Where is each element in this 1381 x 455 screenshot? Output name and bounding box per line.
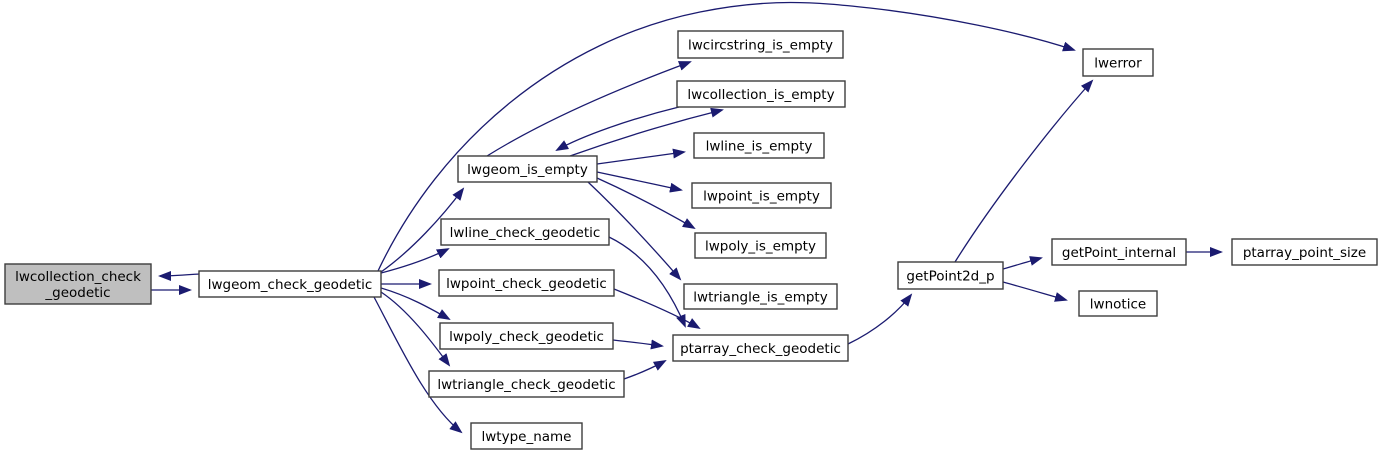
node-label-lwpoint_is_empty: lwpoint_is_empty — [703, 189, 820, 205]
node-lwpoint_check_geodetic[interactable]: lwpoint_check_geodetic — [438, 269, 615, 297]
edges-layer — [151, 1, 1223, 434]
edge-lwgeom_is_empty-to-lwpoly_is_empty — [596, 177, 696, 229]
node-lwcollection_is_empty[interactable]: lwcollection_is_empty — [676, 80, 846, 108]
node-lwpoly_is_empty[interactable]: lwpoly_is_empty — [694, 232, 827, 259]
node-box-lwpoly_is_empty[interactable] — [694, 232, 827, 259]
node-box-lwtriangle_check_geodetic[interactable] — [428, 370, 625, 398]
node-label-lwpoly_is_empty: lwpoly_is_empty — [705, 239, 816, 255]
edge-lwline_check_geodetic-to-ptarray_check_geodetic — [608, 236, 686, 328]
edge-ptarray_check_geodetic-to-getPoint2d_p — [847, 293, 913, 345]
node-lwcircstring_is_empty[interactable]: lwcircstring_is_empty — [677, 30, 844, 59]
edge-lwgeom_check_geodetic-to-lwgeom_is_empty — [380, 187, 465, 273]
edge-lwcollection_is_empty-to-lwgeom_is_empty — [555, 106, 680, 151]
node-label-lwcollection_check_geodetic-line1: lwcollection_check — [15, 269, 141, 285]
node-label-lwnotice: lwnotice — [1090, 297, 1146, 313]
node-lwnotice[interactable]: lwnotice — [1078, 290, 1158, 317]
node-lwcollection_check_geodetic: lwcollection_check_geodetic — [4, 263, 152, 305]
node-lwpoly_check_geodetic[interactable]: lwpoly_check_geodetic — [439, 322, 614, 350]
node-box-lwgeom_is_empty[interactable] — [457, 155, 598, 183]
node-box-getPoint2d_p[interactable] — [897, 261, 1004, 290]
node-lwerror[interactable]: lwerror — [1082, 48, 1154, 77]
node-label-getPoint2d_p: getPoint2d_p — [906, 269, 994, 285]
edge-lwgeom_is_empty-to-lwcircstring_is_empty — [486, 61, 692, 157]
nodes-layer: lwcollection_check_geodetic lwgeom_check_… — [4, 30, 1378, 450]
node-box-lwpoint_check_geodetic[interactable] — [438, 269, 615, 297]
node-getPoint2d_p[interactable]: getPoint2d_p — [897, 261, 1004, 290]
edge-lwgeom_check_geodetic-to-lwline_check_geodetic — [380, 248, 450, 274]
edge-lwpoly_check_geodetic-to-ptarray_check_geodetic — [612, 339, 664, 350]
node-box-lwpoly_check_geodetic[interactable] — [439, 322, 614, 350]
node-label-lwtype_name: lwtype_name — [482, 429, 572, 445]
node-box-lwtriangle_is_empty[interactable] — [683, 283, 838, 310]
edge-lwgeom_is_empty-to-lwline_is_empty — [596, 148, 686, 165]
node-label-ptarray_point_size: ptarray_point_size — [1243, 245, 1366, 261]
edge-lwgeom_is_empty-to-lwcollection_is_empty — [569, 107, 724, 157]
node-box-ptarray_check_geodetic[interactable] — [672, 334, 849, 362]
node-label-ptarray_check_geodetic: ptarray_check_geodetic — [680, 341, 841, 357]
edge-lwgeom_check_geodetic-to-lwerror — [377, 1, 1076, 272]
node-label-lwgeom_is_empty: lwgeom_is_empty — [467, 162, 588, 178]
node-box-lwcircstring_is_empty[interactable] — [677, 30, 844, 59]
node-label-lwline_check_geodetic: lwline_check_geodetic — [450, 225, 601, 241]
node-label-lwline_is_empty: lwline_is_empty — [706, 139, 813, 155]
node-label-lwpoint_check_geodetic: lwpoint_check_geodetic — [446, 276, 607, 292]
node-label-lwcollection_check_geodetic-line2: _geodetic — [44, 285, 110, 301]
edge-lwgeom_check_geodetic-to-lwpoly_check_geodetic — [380, 287, 451, 320]
edge-lwgeom_check_geodetic-to-lwtype_name — [373, 296, 463, 434]
node-label-lwpoly_check_geodetic: lwpoly_check_geodetic — [449, 329, 604, 345]
node-label-getPoint_internal: getPoint_internal — [1062, 245, 1176, 261]
node-box-lwpoint_is_empty[interactable] — [691, 182, 832, 209]
node-label-lwgeom_check_geodetic: lwgeom_check_geodetic — [208, 277, 373, 293]
node-box-lwline_check_geodetic[interactable] — [440, 218, 610, 246]
node-lwline_check_geodetic[interactable]: lwline_check_geodetic — [440, 218, 610, 246]
node-lwline_is_empty[interactable]: lwline_is_empty — [693, 132, 825, 159]
node-lwtype_name[interactable]: lwtype_name — [470, 422, 583, 450]
node-getPoint_internal[interactable]: getPoint_internal — [1051, 238, 1187, 266]
edge-lwtriangle_check_geodetic-to-ptarray_check_geodetic — [623, 360, 667, 380]
edge-lwpoint_check_geodetic-to-ptarray_check_geodetic — [613, 288, 701, 330]
edge-lwgeom_check_geodetic-to-lwcollection_check_geodetic — [158, 270, 200, 281]
edge-getPoint2d_p-to-lwnotice — [1002, 281, 1068, 302]
node-lwpoint_is_empty[interactable]: lwpoint_is_empty — [691, 182, 832, 209]
node-box-lwline_is_empty[interactable] — [693, 132, 825, 159]
node-label-lwtriangle_is_empty: lwtriangle_is_empty — [693, 290, 827, 306]
node-ptarray_check_geodetic[interactable]: ptarray_check_geodetic — [672, 334, 849, 362]
node-box-ptarray_point_size[interactable] — [1231, 238, 1378, 266]
node-box-lwnotice[interactable] — [1078, 290, 1158, 317]
edge-getPoint2d_p-to-getPoint_internal — [1002, 256, 1043, 270]
node-box-lwcollection_check_geodetic — [4, 263, 152, 305]
node-label-lwerror: lwerror — [1094, 56, 1142, 72]
node-box-lwcollection_is_empty[interactable] — [676, 80, 846, 108]
node-box-lwgeom_check_geodetic[interactable] — [198, 270, 382, 298]
node-lwtriangle_is_empty[interactable]: lwtriangle_is_empty — [683, 283, 838, 310]
node-lwgeom_check_geodetic[interactable]: lwgeom_check_geodetic — [198, 270, 382, 298]
node-box-getPoint_internal[interactable] — [1051, 238, 1187, 266]
node-label-lwcircstring_is_empty: lwcircstring_is_empty — [688, 38, 833, 54]
node-ptarray_point_size[interactable]: ptarray_point_size — [1231, 238, 1378, 266]
node-box-lwtype_name[interactable] — [470, 422, 583, 450]
node-label-lwcollection_is_empty: lwcollection_is_empty — [687, 87, 834, 103]
edge-lwgeom_check_geodetic-to-lwtriangle_check_geodetic — [380, 291, 451, 367]
edge-getPoint2d_p-to-lwerror — [954, 79, 1094, 263]
node-box-lwerror[interactable] — [1082, 48, 1154, 77]
edge-lwgeom_is_empty-to-lwtriangle_is_empty — [587, 181, 682, 281]
node-lwgeom_is_empty[interactable]: lwgeom_is_empty — [457, 155, 598, 183]
node-lwtriangle_check_geodetic[interactable]: lwtriangle_check_geodetic — [428, 370, 625, 398]
node-label-lwtriangle_check_geodetic: lwtriangle_check_geodetic — [437, 377, 615, 393]
edge-lwgeom_is_empty-to-lwpoint_is_empty — [596, 171, 683, 193]
